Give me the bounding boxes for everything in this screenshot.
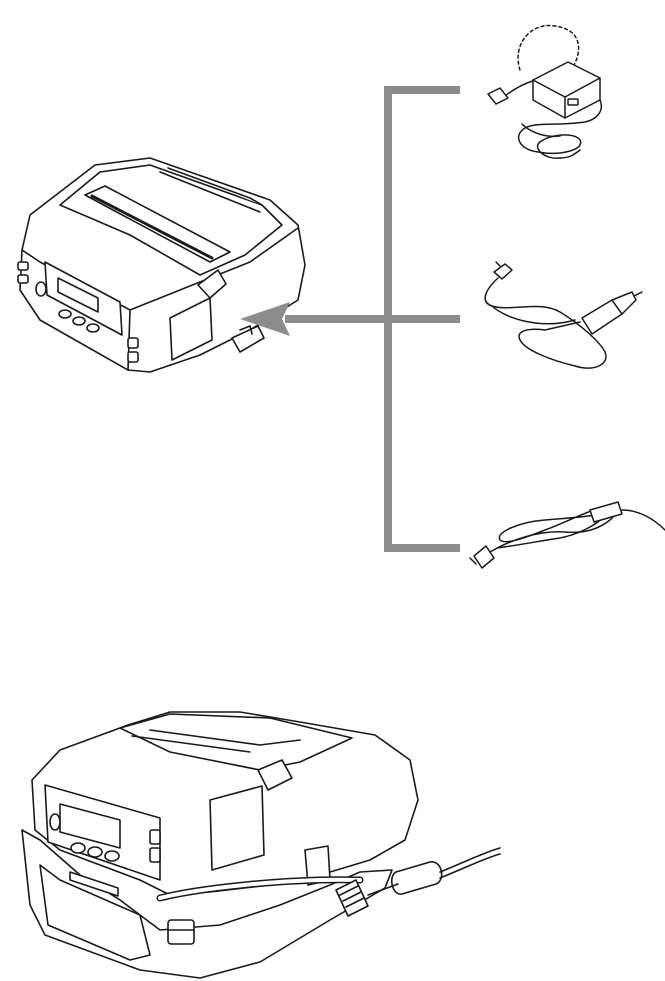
printer-top bbox=[17, 157, 306, 373]
printer-in-cradle bbox=[21, 711, 501, 979]
car-adapter bbox=[484, 261, 643, 369]
ac-adapter bbox=[487, 24, 602, 159]
dc-cable bbox=[469, 501, 665, 569]
option-bracket bbox=[384, 86, 460, 552]
connection-arrow bbox=[240, 302, 392, 336]
